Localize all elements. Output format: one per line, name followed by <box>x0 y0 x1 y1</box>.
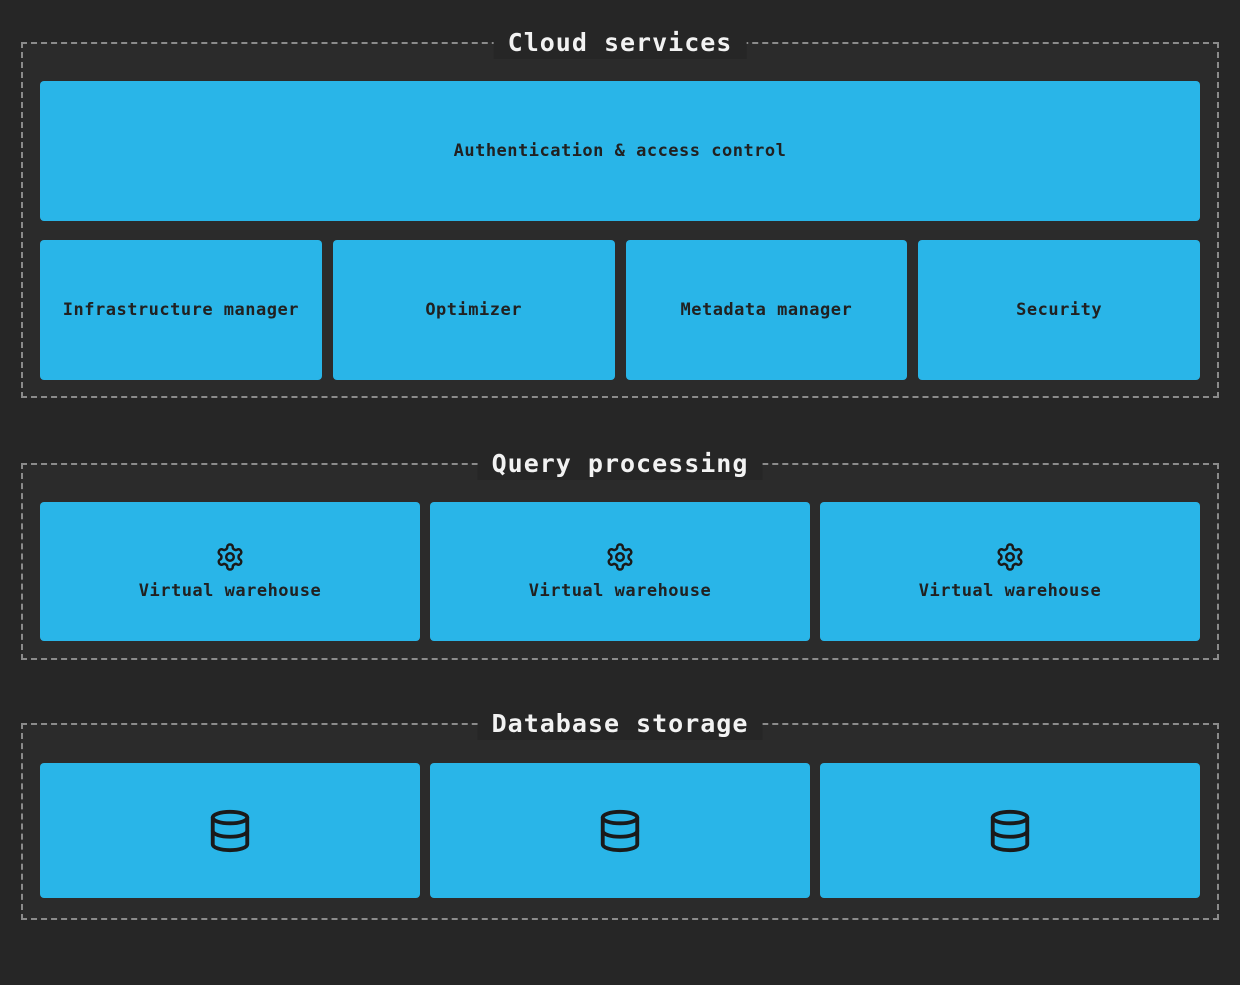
gear-icon <box>217 543 243 571</box>
query-processing-box-row: Virtual warehouse Virtual warehouse Virt… <box>40 502 1200 641</box>
database-box <box>430 763 810 898</box>
box-label: Authentication & access control <box>453 141 787 161</box>
virtual-warehouse-box: Virtual warehouse <box>430 502 810 641</box>
box-optimizer: Optimizer <box>332 240 615 380</box>
gear-icon <box>607 543 633 571</box>
box-label: Virtual warehouse <box>528 581 712 601</box>
cloud-services-box-row: Infrastructure manager Optimizer Metadat… <box>40 240 1200 380</box>
box-label: Infrastructure manager <box>62 300 299 320</box>
box-label: Virtual warehouse <box>918 581 1102 601</box>
box-label: Security <box>1016 300 1103 320</box>
gear-icon <box>997 543 1023 571</box>
virtual-warehouse-box: Virtual warehouse <box>40 502 420 641</box>
database-icon <box>600 809 640 852</box>
box-metadata-manager: Metadata manager <box>625 240 908 380</box>
box-authentication-access-control: Authentication & access control <box>40 81 1200 221</box>
section-title-cloud-services: Cloud services <box>493 27 747 59</box>
section-title-query-processing: Query processing <box>477 448 763 480</box>
box-label: Optimizer <box>425 300 522 320</box>
box-security: Security <box>918 240 1200 380</box>
box-infrastructure-manager: Infrastructure manager <box>40 240 322 380</box>
database-icon <box>210 809 250 852</box>
database-storage-box-row <box>40 763 1200 898</box>
section-query-processing: Query processing Virtual warehouse Virtu… <box>21 448 1219 660</box>
section-cloud-services: Cloud services Authentication & access c… <box>21 27 1219 398</box>
box-label: Metadata manager <box>680 300 853 320</box>
database-icon <box>990 809 1030 852</box>
section-title-database-storage: Database storage <box>477 708 763 740</box>
box-label: Virtual warehouse <box>138 581 322 601</box>
database-box <box>40 763 420 898</box>
database-box <box>820 763 1200 898</box>
section-database-storage: Database storage <box>21 708 1219 920</box>
virtual-warehouse-box: Virtual warehouse <box>820 502 1200 641</box>
